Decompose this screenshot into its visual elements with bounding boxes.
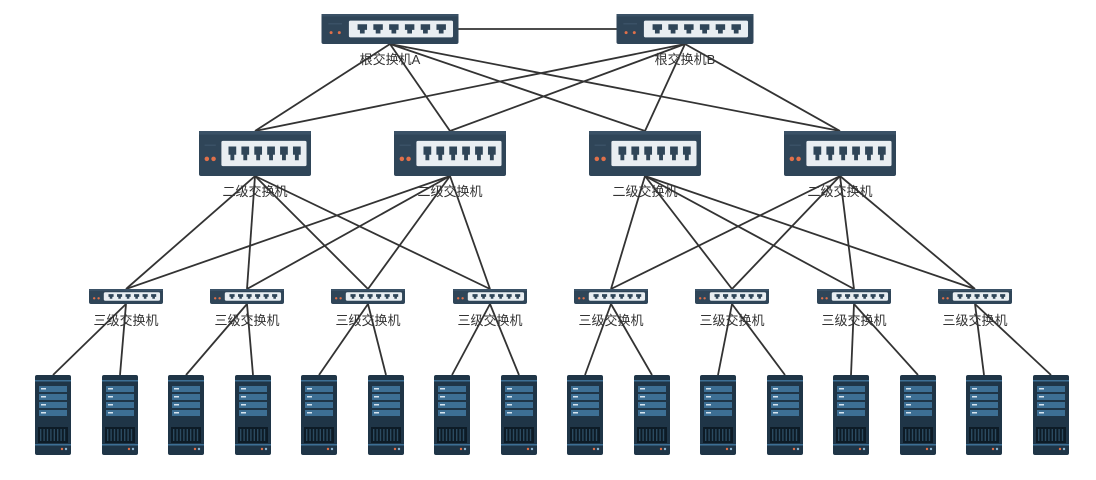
link-level3-to-server: [853, 303, 919, 376]
level2-switch-label: 二级交换机: [612, 184, 678, 199]
level3-switch-icon: [331, 289, 405, 304]
level3-switch-icon: [574, 289, 648, 304]
link-root-to-level2: [644, 43, 686, 132]
server-icon: [434, 375, 470, 455]
server-icon: [567, 375, 603, 455]
server-icon: [966, 375, 1002, 455]
level3-switch-icon: [817, 289, 891, 304]
level2-switch-icon: [589, 131, 701, 176]
link-level3-to-server: [731, 303, 786, 376]
link-level3-to-server: [119, 303, 127, 376]
link-level2-to-level3: [449, 175, 491, 290]
link-level2-to-level3: [839, 175, 976, 290]
level2-switch-icon: [394, 131, 506, 176]
link-level3-to-server: [318, 303, 369, 376]
link-level2-to-level3: [644, 175, 733, 290]
server-icon: [634, 375, 670, 455]
link-level3-to-server: [850, 303, 855, 376]
link-level2-to-level3: [254, 175, 369, 290]
link-level2-to-level3: [246, 175, 256, 290]
level3-switch-icon: [695, 289, 769, 304]
level3-switch-label: 三级交换机: [821, 313, 887, 328]
devices-layer: [35, 14, 1069, 455]
level2-switch-icon: [199, 131, 311, 176]
level3-switch-icon: [89, 289, 163, 304]
level3-switch-icon: [938, 289, 1012, 304]
link-level2-to-level3: [125, 175, 256, 290]
level2-switch-label: 二级交换机: [807, 184, 873, 199]
level3-switch-icon: [453, 289, 527, 304]
level3-switch-label: 三级交换机: [335, 313, 401, 328]
link-level3-to-server: [717, 303, 733, 376]
link-level2-to-level3: [254, 175, 491, 290]
link-level3-to-server: [610, 303, 653, 376]
level3-switch-label: 三级交换机: [578, 313, 644, 328]
link-root-to-level2: [449, 43, 686, 132]
level2-switch-label: 二级交换机: [417, 184, 483, 199]
link-level2-to-level3: [125, 175, 451, 290]
server-icon: [168, 375, 204, 455]
level3-switch-label: 三级交换机: [699, 313, 765, 328]
link-level3-to-server: [974, 303, 985, 376]
link-level3-to-server: [584, 303, 612, 376]
level3-switch-icon: [210, 289, 284, 304]
link-root-to-level2: [389, 43, 646, 132]
root-switch-b-icon: [616, 14, 754, 44]
link-level3-to-server: [451, 303, 491, 376]
link-level2-to-level3: [731, 175, 841, 290]
server-icon: [368, 375, 404, 455]
server-icon: [700, 375, 736, 455]
link-root-to-level2: [254, 43, 391, 132]
server-icon: [301, 375, 337, 455]
level2-switch-icon: [784, 131, 896, 176]
links-layer: [52, 28, 1052, 376]
level2-switch-label: 二级交换机: [222, 184, 288, 199]
link-root-to-level2: [684, 43, 841, 132]
link-level2-to-level3: [839, 175, 855, 290]
link-level3-to-server: [489, 303, 520, 376]
level3-switch-label: 三级交换机: [942, 313, 1008, 328]
root-switch-a-icon: [321, 14, 459, 44]
server-icon: [833, 375, 869, 455]
server-icon: [900, 375, 936, 455]
server-icon: [102, 375, 138, 455]
link-level3-to-server: [52, 303, 127, 376]
link-root-to-level2: [389, 43, 451, 132]
server-icon: [501, 375, 537, 455]
link-level2-to-level3: [644, 175, 976, 290]
link-level2-to-level3: [610, 175, 646, 290]
link-level3-to-server: [185, 303, 248, 376]
level3-switch-label: 三级交换机: [214, 313, 280, 328]
link-level2-to-level3: [644, 175, 855, 290]
root-switch-label: 根交换机B: [654, 52, 716, 67]
link-level2-to-level3: [610, 175, 841, 290]
server-icon: [1033, 375, 1069, 455]
server-icon: [35, 375, 71, 455]
link-level2-to-level3: [246, 175, 451, 290]
link-root-to-level2: [254, 43, 686, 132]
link-level3-to-server: [246, 303, 254, 376]
level3-switch-label: 三级交换机: [93, 313, 159, 328]
link-root-to-level2: [389, 43, 841, 132]
link-level2-to-level3: [367, 175, 451, 290]
level3-switch-label: 三级交换机: [457, 313, 523, 328]
root-switch-label: 根交换机A: [359, 52, 421, 67]
server-icon: [235, 375, 271, 455]
server-icon: [767, 375, 803, 455]
link-level3-to-server: [367, 303, 387, 376]
link-level3-to-server: [974, 303, 1052, 376]
